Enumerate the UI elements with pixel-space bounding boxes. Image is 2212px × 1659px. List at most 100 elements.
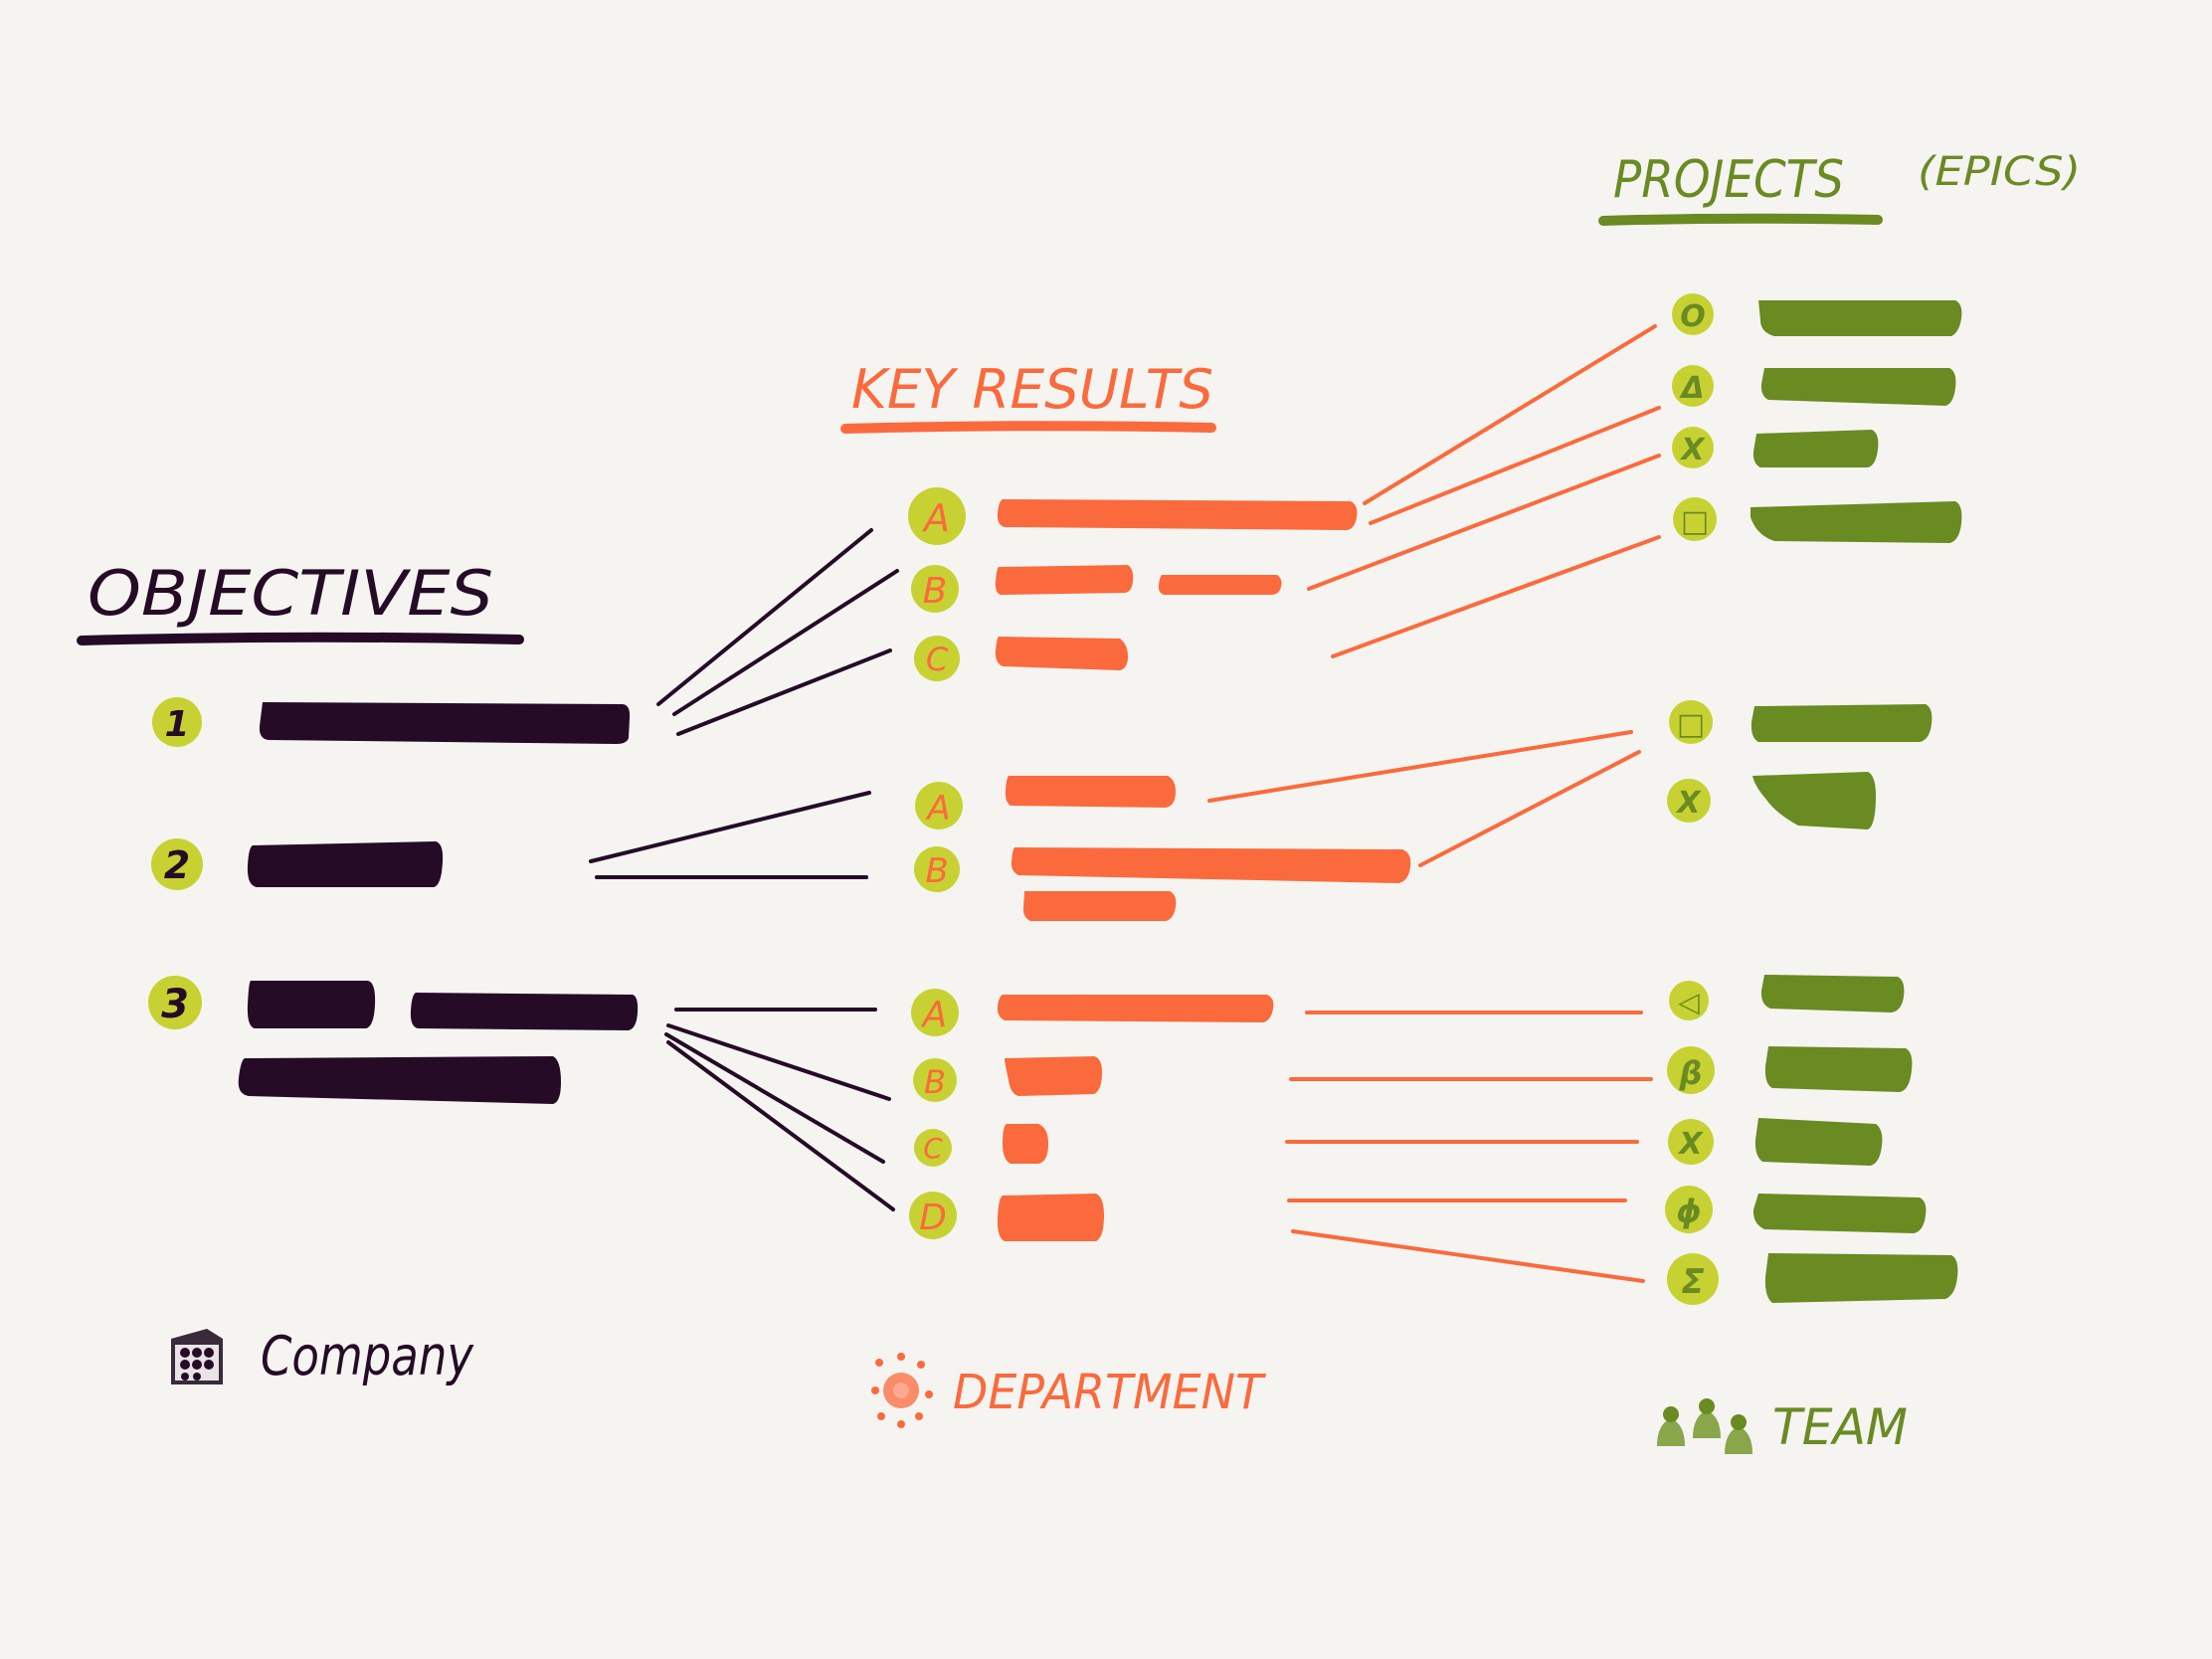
objective-marker-badge [148, 976, 202, 1029]
project-4: □ [1673, 497, 1962, 543]
key-result-bar [1011, 847, 1411, 883]
connector-kr2a-p5 [1207, 730, 1633, 803]
key-result-bar [995, 637, 1128, 670]
key-result-2b: B [914, 846, 1411, 921]
objective-2: 2 [151, 838, 444, 890]
sun-icon [871, 1353, 933, 1428]
project-marker-badge [1669, 981, 1709, 1020]
project-3: X [1672, 427, 1879, 468]
project-marker: □ [1677, 707, 1705, 742]
project-marker: ◁ [1678, 986, 1700, 1018]
project-marker: ϕ [1676, 1193, 1701, 1230]
project-marker: X [1677, 1127, 1704, 1162]
project-6: X [1667, 772, 1876, 830]
key-result-marker: A [921, 995, 948, 1035]
legend-department-label: DEPARTMENT [953, 1365, 1267, 1420]
objective-bar [410, 993, 639, 1030]
key-result-bar [1005, 776, 1176, 808]
key-result-marker: C [923, 1132, 943, 1165]
key-result-marker: B [925, 851, 948, 891]
key-result-marker-badge [908, 487, 966, 545]
project-bar [1754, 1118, 1883, 1166]
key-result-1b: B [911, 565, 1282, 613]
key-result-marker-badge [913, 1058, 957, 1102]
key-result-3c: C [914, 1124, 1048, 1167]
objectives-heading: OBJECTIVES [77, 557, 524, 645]
key-result-marker-badge [914, 636, 960, 681]
connector-o3-krc [664, 1032, 885, 1164]
key-result-1c: C [914, 636, 1128, 681]
key-result-marker: C [926, 641, 949, 678]
projects-heading: PROJECTS (EPICS) [1598, 149, 2081, 226]
project-bar [1751, 704, 1933, 742]
key-result-marker: A [921, 496, 950, 540]
objective-marker-badge [151, 838, 203, 890]
legend-team-label: TEAM [1772, 1398, 1908, 1456]
objective-marker: 3 [161, 982, 189, 1027]
project-bar [1760, 975, 1905, 1013]
key-result-1a: A [908, 487, 1358, 545]
project-bar [1751, 501, 1962, 543]
key-result-bar [997, 499, 1358, 530]
objective-marker: 2 [164, 843, 190, 887]
key-result-bar [997, 995, 1274, 1022]
key-results-heading: KEY RESULTS [840, 358, 1216, 434]
project-marker: β [1679, 1054, 1703, 1092]
project-2: Δ [1672, 365, 1956, 407]
objectives-heading-underline [77, 632, 524, 645]
project-marker-badge [1665, 1186, 1713, 1233]
key-result-marker-badge [915, 782, 963, 830]
key-result-marker: A [925, 789, 950, 829]
objectives-heading-text: OBJECTIVES [88, 557, 493, 630]
key-result-marker-badge [914, 1129, 952, 1167]
legend-team: TEAM [1657, 1398, 1908, 1456]
key-result-3b: B [913, 1056, 1102, 1102]
project-bar [1764, 1253, 1958, 1303]
project-bar [1758, 300, 1962, 336]
projects-heading-text: PROJECTS [1613, 150, 1844, 210]
connector-kr1c-p4 [1331, 535, 1661, 658]
objective-1: 1 [152, 697, 631, 747]
objective-bar [247, 981, 376, 1028]
connector-kr1a-p1 [1363, 324, 1657, 505]
project-11: Σ [1667, 1253, 1958, 1305]
key-result-marker-badge [911, 989, 959, 1036]
project-marker-badge [1667, 1046, 1715, 1094]
connector-o1-krc [676, 648, 892, 736]
project-marker: □ [1681, 504, 1709, 539]
project-7: ◁ [1669, 975, 1905, 1020]
connector-o2-kra [589, 791, 871, 863]
project-10: ϕ [1665, 1186, 1927, 1233]
key-result-bar [1158, 575, 1282, 595]
project-marker: O [1680, 299, 1706, 334]
project-marker-badge [1672, 427, 1714, 468]
objective-marker: 1 [164, 704, 189, 745]
connector-kr1a-p2 [1369, 406, 1661, 525]
key-results-heading-text: KEY RESULTS [851, 358, 1213, 421]
project-marker-badge [1667, 1253, 1719, 1305]
key-result-bar [1003, 1124, 1048, 1164]
connector-o3-krb [666, 1023, 891, 1101]
connector-kr3d-p11 [1291, 1229, 1645, 1283]
objective-bar [259, 702, 631, 744]
key-result-marker-badge [914, 846, 960, 892]
key-result-marker: B [923, 571, 948, 612]
connector-o1-krb [672, 569, 899, 716]
key-result-marker: D [919, 1198, 947, 1238]
key-result-bar [1022, 891, 1177, 921]
project-bar [1752, 1194, 1927, 1233]
connector-o3-krd [666, 1040, 895, 1211]
projects-heading-underline [1598, 213, 1883, 226]
key-result-bar [997, 1194, 1104, 1241]
key-result-bar [1005, 1056, 1102, 1096]
project-8: β [1667, 1046, 1913, 1094]
key-result-bar [995, 565, 1134, 595]
project-marker: X [1679, 433, 1706, 467]
project-bar [1752, 772, 1876, 830]
key-result-3a: A [911, 989, 1274, 1036]
project-bar [1752, 430, 1879, 467]
project-5: □ [1669, 700, 1933, 744]
objective-connectors [589, 528, 899, 1211]
project-marker-badge [1672, 293, 1714, 335]
